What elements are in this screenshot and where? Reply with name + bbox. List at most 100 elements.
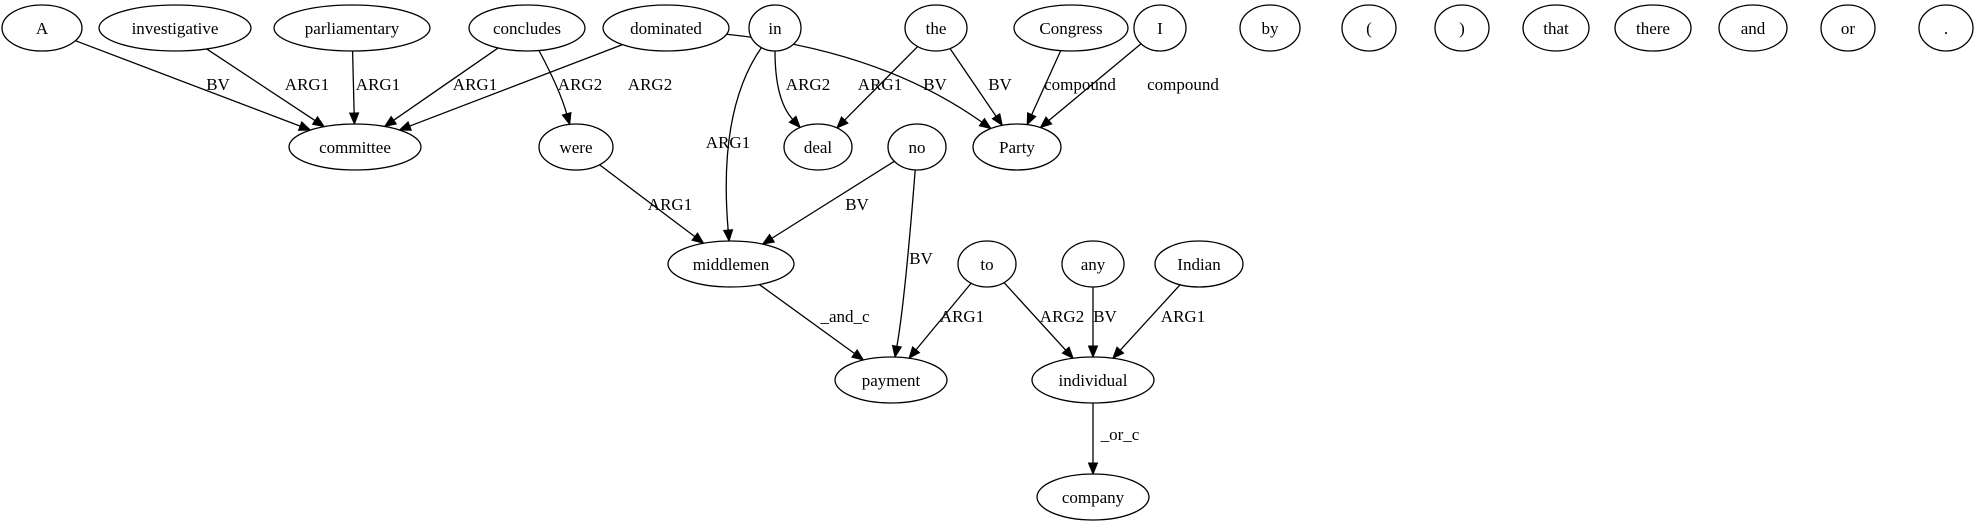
node-ellipse: [1031, 356, 1155, 404]
node-individual: individual: [1031, 356, 1155, 404]
edge-in-middlemen: ARG1: [706, 47, 762, 243]
node-label: by: [1262, 19, 1280, 38]
node-label: to: [980, 255, 993, 274]
node-company: company: [1036, 473, 1150, 521]
arrowhead-icon: [1026, 111, 1037, 126]
node-ellipse: [98, 4, 252, 52]
node-ellipse: [288, 123, 422, 171]
edge-label: ARG1: [648, 195, 692, 214]
node-committee: committee: [288, 123, 422, 171]
edge-label: ARG2: [628, 75, 672, 94]
node-ellipse: [1341, 4, 1397, 52]
arrowhead-icon: [978, 117, 992, 130]
node-label: concludes: [493, 19, 561, 38]
edge-line: [896, 169, 916, 347]
edge-dominated-committee: ARG2: [398, 44, 672, 131]
arrowhead-icon: [1061, 346, 1075, 360]
node-concludes: concludes: [468, 4, 586, 52]
edge-to-payment: ARG1: [908, 282, 984, 360]
node-label: middlemen: [693, 255, 770, 274]
node-ellipse: [957, 240, 1017, 288]
edge-label: BV: [923, 75, 947, 94]
node-ellipse: [602, 4, 730, 52]
node-ellipse: [1013, 4, 1129, 52]
edge-the-party: BV: [949, 48, 1013, 127]
edge-line: [75, 40, 301, 127]
node-ellipse: [834, 356, 948, 404]
edge-i-party: compound: [1039, 43, 1219, 129]
node-no: no: [887, 123, 947, 171]
node-label: the: [926, 19, 947, 38]
node-label: Party: [999, 138, 1035, 157]
node-middlemen: middlemen: [667, 240, 795, 288]
edge-line: [1031, 50, 1062, 115]
arrowhead-icon: [1087, 345, 1099, 359]
edge-line: [949, 48, 997, 117]
edge-line: [1119, 284, 1181, 351]
node-investigative: investigative: [98, 4, 252, 52]
edge-label: ARG1: [285, 75, 329, 94]
edge-line: [771, 160, 895, 239]
node-label: that: [1543, 19, 1569, 38]
node-label: there: [1636, 19, 1670, 38]
node-label: deal: [804, 138, 833, 157]
edge-parliamentary-committee: ARG1: [348, 50, 400, 126]
edge-line: [725, 47, 762, 231]
edge-individual-company: _or_c: [1087, 403, 1140, 476]
node-to: to: [957, 240, 1017, 288]
edge-line: [844, 46, 919, 121]
node-label: .: [1944, 19, 1948, 38]
node-ellipse: [538, 123, 614, 171]
node-label: no: [909, 138, 926, 157]
node-i: I: [1133, 4, 1187, 52]
arrowhead-icon: [398, 120, 413, 131]
edge-label: ARG1: [706, 133, 750, 152]
node-indian: Indian: [1154, 240, 1244, 288]
edge-line: [351, 50, 355, 114]
node-label: (: [1366, 19, 1372, 38]
node-label: parliamentary: [305, 19, 400, 38]
edge-label: ARG1: [453, 75, 497, 94]
edge-line: [1003, 282, 1067, 351]
node-rparen: ): [1434, 4, 1490, 52]
node-label: dominated: [630, 19, 702, 38]
arrowhead-icon: [836, 116, 849, 129]
edge-label: ARG1: [1161, 307, 1205, 326]
node-label: or: [1841, 19, 1856, 38]
edge-label: ARG2: [786, 75, 830, 94]
node-label: and: [1741, 19, 1766, 38]
arrowhead-icon: [891, 344, 903, 359]
arrowhead-icon: [761, 233, 776, 245]
edge-label: BV: [206, 75, 230, 94]
edge-concludes-were: ARG2: [538, 50, 602, 126]
node-ellipse: [1718, 4, 1788, 52]
edge-label: ARG2: [558, 75, 602, 94]
edge-indian-individual: ARG1: [1111, 284, 1205, 360]
edge-label: compound: [1044, 75, 1116, 94]
node-a: A: [1, 4, 83, 52]
edge-label: BV: [909, 249, 933, 268]
node-label: committee: [319, 138, 391, 157]
node-deal: deal: [783, 123, 853, 171]
node-ellipse: [904, 4, 968, 52]
edge-line: [758, 284, 855, 355]
arrowhead-icon: [1087, 462, 1099, 476]
node-label: investigative: [132, 19, 219, 38]
edge-label: BV: [1093, 307, 1117, 326]
node-ellipse: [1918, 4, 1974, 52]
edge-label: compound: [1147, 75, 1219, 94]
edge-no-payment: BV: [891, 169, 934, 359]
arrowhead-icon: [851, 348, 865, 361]
node-label: were: [559, 138, 592, 157]
node-ellipse: [468, 4, 586, 52]
node-and: and: [1718, 4, 1788, 52]
node-ellipse: [1154, 240, 1244, 288]
arrowhead-icon: [691, 232, 705, 245]
edge-line: [409, 44, 623, 127]
edge-a-committee: BV: [75, 40, 312, 131]
arrowhead-icon: [908, 346, 921, 360]
edge-line: [1048, 43, 1142, 121]
edge-label: BV: [845, 195, 869, 214]
